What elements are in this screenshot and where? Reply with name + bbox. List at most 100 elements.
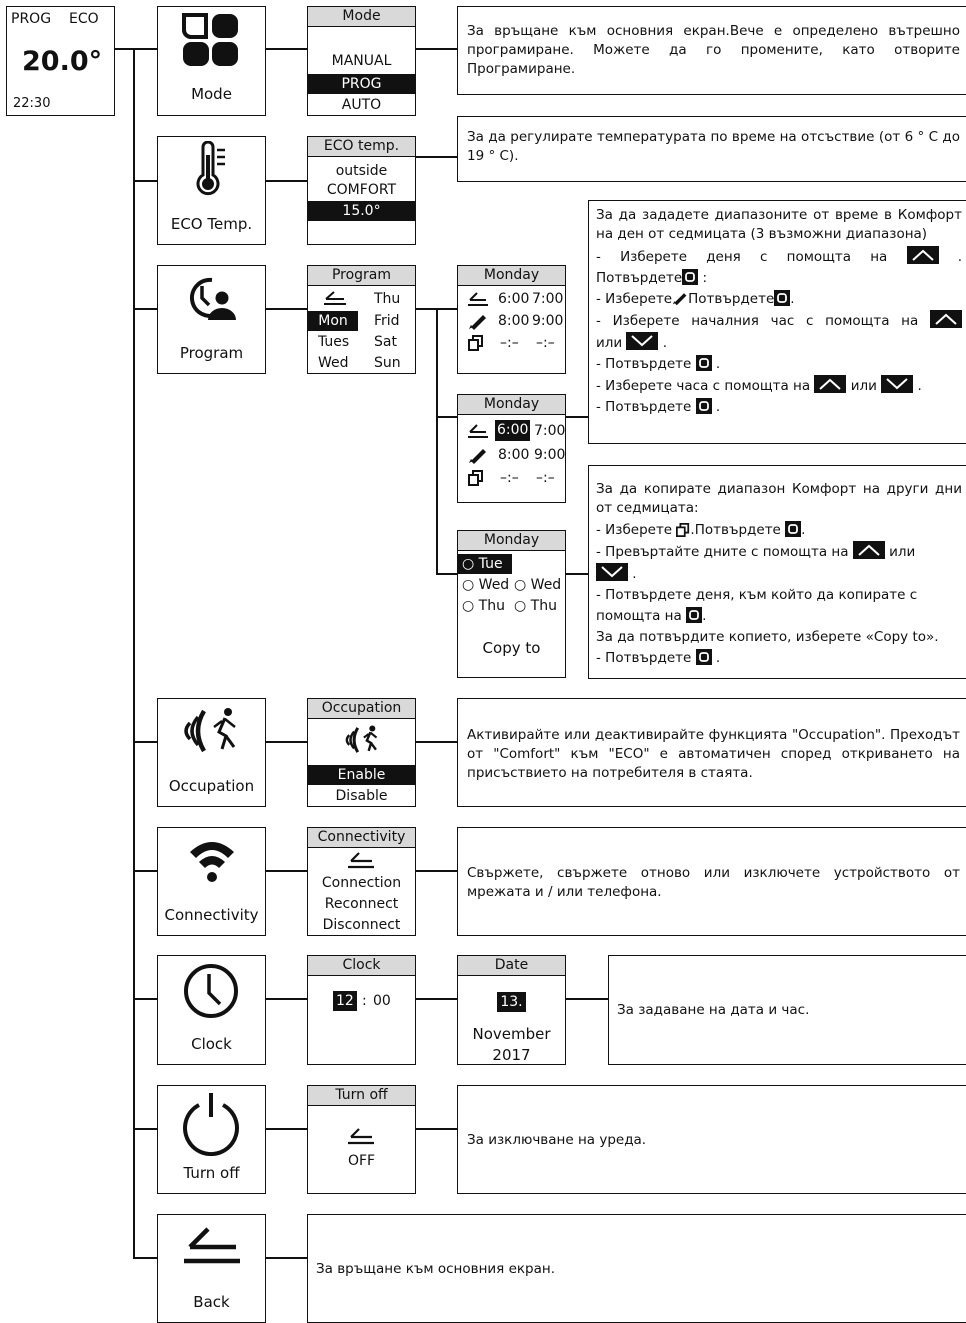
date-month[interactable]: November xyxy=(472,1025,551,1043)
ok-key-icon xyxy=(686,607,703,623)
pencil-icon[interactable] xyxy=(468,446,488,464)
date-day[interactable]: 13. xyxy=(497,992,526,1012)
occupation-enable[interactable]: Enable xyxy=(308,765,415,785)
monday-screen-1-title: Monday xyxy=(458,266,565,286)
copy-day-thu-2[interactable]: ○ Thu xyxy=(514,598,557,614)
program-day-thu[interactable]: Thu xyxy=(374,291,401,307)
down-key-icon xyxy=(626,332,659,350)
connectivity-label: Connectivity xyxy=(164,906,259,924)
back-label: Back xyxy=(193,1293,230,1311)
monday-copy-title: Monday xyxy=(458,531,565,551)
copy-day-wed-1[interactable]: ○ Wed xyxy=(462,577,510,593)
copy-icon[interactable] xyxy=(468,470,484,486)
turnoff-screen-title: Turn off xyxy=(308,1086,415,1106)
connectivity-reconnect[interactable]: Reconnect xyxy=(324,896,399,912)
occupation-menu-item[interactable]: Occupation xyxy=(157,698,266,807)
back-arrow-icon xyxy=(184,1227,240,1264)
program-day-sat[interactable]: Sat xyxy=(374,334,397,350)
clock-menu-item[interactable]: Clock xyxy=(157,955,266,1065)
home-time: 22:30 xyxy=(13,96,51,111)
clock-description: За задаване на дата и час. xyxy=(608,955,966,1065)
back-menu-item[interactable]: Back xyxy=(157,1214,266,1323)
slot3-start[interactable]: –:– xyxy=(500,335,519,351)
mode-option-manual[interactable]: MANUAL xyxy=(331,53,392,69)
pencil-icon xyxy=(672,293,687,306)
down-key-icon xyxy=(881,375,914,393)
slot3-end[interactable]: –:– xyxy=(536,470,555,486)
turnoff-value[interactable]: OFF xyxy=(347,1153,376,1169)
power-icon xyxy=(183,1093,239,1156)
ok-key-icon xyxy=(695,355,712,371)
ok-key-icon xyxy=(774,290,791,306)
up-key-icon xyxy=(852,541,885,559)
program-day-sun[interactable]: Sun xyxy=(374,355,401,371)
date-screen-title: Date xyxy=(458,956,565,976)
wifi-icon xyxy=(190,842,234,882)
clock-hour[interactable]: 12 xyxy=(333,991,357,1011)
back-arrow-icon[interactable] xyxy=(466,423,490,439)
pencil-icon[interactable] xyxy=(468,312,488,330)
mode-screen: Mode MANUAL PROG AUTO xyxy=(307,6,416,116)
clock-minute[interactable]: 00 xyxy=(373,993,391,1009)
mode-menu-item[interactable]: Mode xyxy=(157,6,266,116)
ok-key-icon xyxy=(695,398,712,414)
program-label: Program xyxy=(179,344,244,362)
copy-icon[interactable] xyxy=(468,335,484,351)
program-day-tues[interactable]: Tues xyxy=(318,334,350,350)
connectivity-connection[interactable]: Connection xyxy=(321,875,402,891)
program-screen-title: Program xyxy=(308,266,415,286)
eco-value[interactable]: 15.0° xyxy=(308,201,415,221)
copy-day-tue[interactable]: ○ Tue xyxy=(458,554,512,574)
connectivity-desc-text: Свържете, свържете отново или изключете … xyxy=(467,865,960,900)
connectivity-menu-item[interactable]: Connectivity xyxy=(157,827,266,936)
program-day-mon[interactable]: Mon xyxy=(308,311,358,331)
slot1-end[interactable]: 7:00 xyxy=(534,423,566,439)
slot2-start[interactable]: 8:00 xyxy=(498,313,530,329)
mode-label: Mode xyxy=(191,85,232,103)
copy-day-wed-2[interactable]: ○ Wed xyxy=(514,577,562,593)
program-desc1-intro: За да зададете диапазоните от време в Ко… xyxy=(596,207,962,242)
down-key-icon xyxy=(596,563,628,581)
up-key-icon xyxy=(814,375,847,393)
occupation-sensor-icon xyxy=(184,708,236,753)
program-day-wed[interactable]: Wed xyxy=(318,355,349,371)
slot1-end[interactable]: 7:00 xyxy=(532,291,564,307)
slot3-end[interactable]: –:– xyxy=(536,335,555,351)
occupation-description: Активирайте или деактивирайте функцията … xyxy=(457,698,966,807)
copy-day-thu-1[interactable]: ○ Thu xyxy=(462,598,505,614)
turnoff-description: За изключване на уреда. xyxy=(457,1085,966,1194)
mode-option-prog[interactable]: PROG xyxy=(308,74,415,94)
slot2-end[interactable]: 9:00 xyxy=(532,313,564,329)
back-arrow-icon[interactable] xyxy=(322,290,348,306)
program-screen: Program Mon Tues Wed Thu Frid Sat Sun xyxy=(307,265,416,374)
eco-label: ECO Temp. xyxy=(170,215,253,233)
turnoff-label: Turn off xyxy=(183,1164,240,1182)
connectivity-disconnect[interactable]: Disconnect xyxy=(322,917,401,933)
mode-option-auto[interactable]: AUTO xyxy=(341,97,382,113)
back-arrow-icon[interactable] xyxy=(346,1126,376,1146)
connectivity-description: Свържете, свържете отново или изключете … xyxy=(457,827,966,936)
home-screen: PROG ECO 20.0° 22:30 xyxy=(6,6,115,116)
home-mode: PROG xyxy=(11,11,52,27)
slot2-start[interactable]: 8:00 xyxy=(498,447,530,463)
turnoff-menu-item[interactable]: Turn off xyxy=(157,1085,266,1194)
occupation-disable[interactable]: Disable xyxy=(335,788,388,804)
program-menu-item[interactable]: Program xyxy=(157,265,266,374)
program-day-frid[interactable]: Frid xyxy=(374,313,400,329)
back-arrow-icon[interactable] xyxy=(466,291,490,307)
eco-menu-item[interactable]: ECO Temp. xyxy=(157,136,266,245)
back-arrow-icon[interactable] xyxy=(346,850,376,870)
slot1-start-selected[interactable]: 6:00 xyxy=(495,420,531,441)
monday-screen-2: Monday 6:00 7:00 8:00 9:00 –:– –:– xyxy=(457,394,566,503)
slot1-start[interactable]: 6:00 xyxy=(498,291,530,307)
slot2-end[interactable]: 9:00 xyxy=(534,447,566,463)
ok-key-icon xyxy=(682,269,699,285)
copy-to-button[interactable]: Copy to xyxy=(482,639,541,657)
up-key-icon xyxy=(930,310,962,328)
slot3-start[interactable]: –:– xyxy=(500,470,519,486)
clock-screen: Clock 12 : 00 xyxy=(307,955,416,1065)
clock-icon xyxy=(184,964,238,1018)
program-desc2: За да копирате диапазон Комфорт на други… xyxy=(596,481,962,666)
date-year[interactable]: 2017 xyxy=(492,1046,531,1064)
eco-screen: ECO temp. outside COMFORT 15.0° xyxy=(307,136,416,245)
